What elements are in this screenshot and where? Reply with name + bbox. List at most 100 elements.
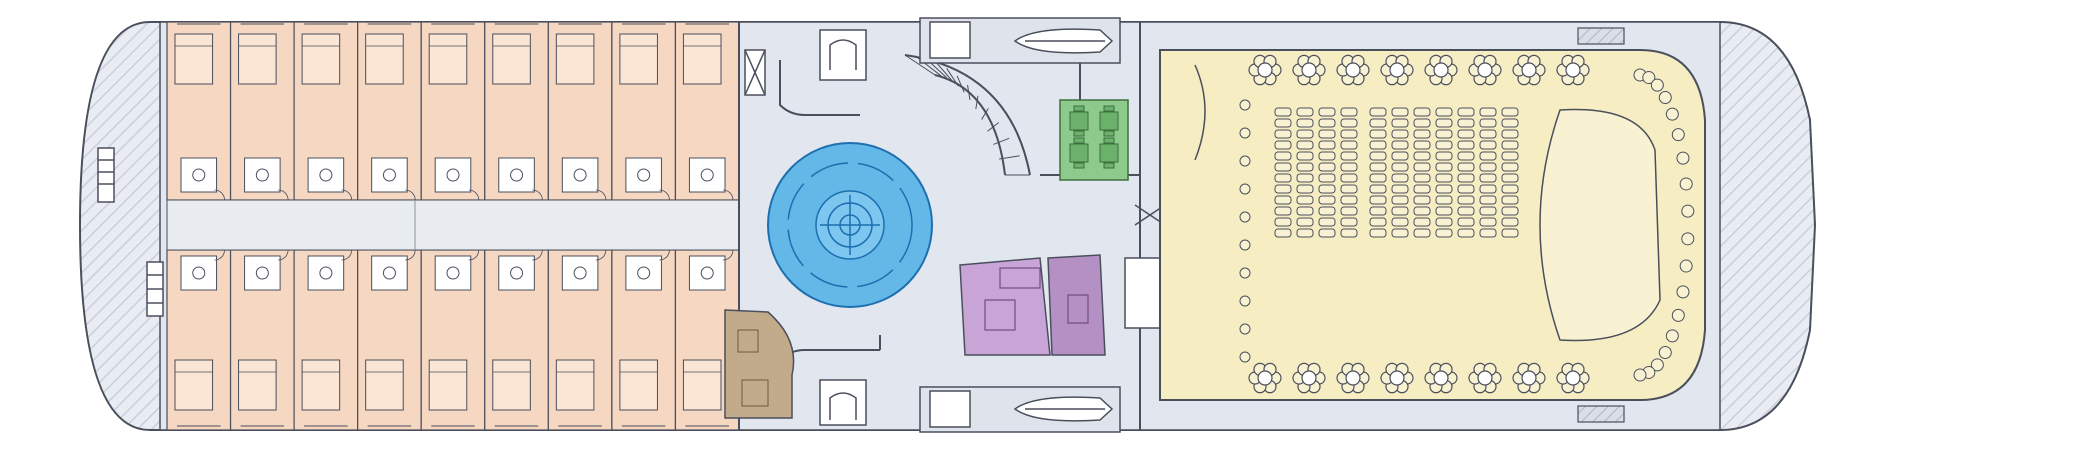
cabin <box>547 249 613 431</box>
theater-seat <box>1501 195 1519 205</box>
stage <box>1539 108 1661 342</box>
theater-seat <box>1391 195 1409 205</box>
cabin <box>484 249 549 431</box>
theater-seat <box>1318 184 1336 194</box>
rim-table <box>1665 107 1679 121</box>
theater-seat <box>1296 118 1314 128</box>
theater-seat <box>1391 118 1409 128</box>
theater-seat <box>1318 162 1336 172</box>
toilet <box>192 266 206 280</box>
theater-seat <box>1501 107 1519 117</box>
theater-seat <box>1391 107 1409 117</box>
theater-seat <box>1318 206 1336 216</box>
theater-seat <box>1274 217 1292 227</box>
lifeboat-bottom <box>919 386 1121 433</box>
theater-seat <box>1413 129 1431 139</box>
bed <box>238 33 277 85</box>
bed <box>555 33 595 85</box>
lounge <box>959 254 1106 356</box>
toilet <box>382 266 396 280</box>
theater-seat <box>1413 184 1431 194</box>
lounge-table <box>1292 54 1326 86</box>
bathroom <box>625 157 662 193</box>
theater-seat <box>1318 151 1336 161</box>
theater-seat <box>1296 107 1314 117</box>
theater-seat <box>1391 173 1409 183</box>
theater-seat <box>1457 173 1475 183</box>
bed <box>619 359 658 411</box>
theater-seat <box>1435 151 1453 161</box>
theater-seat <box>1340 184 1358 194</box>
cabin <box>166 21 232 201</box>
side-table <box>1239 211 1251 223</box>
rim-table <box>1681 232 1695 246</box>
bathroom <box>307 157 345 193</box>
theater-seat <box>1457 184 1475 194</box>
theater-seat <box>1274 162 1292 172</box>
theater-seat <box>1318 228 1336 238</box>
cabin <box>166 249 232 431</box>
stair-step <box>904 54 936 76</box>
theater-seat <box>1391 151 1409 161</box>
side-table <box>1239 351 1251 363</box>
bed <box>555 359 595 411</box>
theater-seat <box>1391 184 1409 194</box>
theater-seat <box>1296 162 1314 172</box>
bathroom <box>244 157 281 193</box>
rim-table <box>1642 71 1656 85</box>
side-table <box>1239 155 1251 167</box>
theater-seat <box>1274 206 1292 216</box>
theater-seat <box>1479 118 1497 128</box>
bed <box>174 359 214 411</box>
theater-seat <box>1391 129 1409 139</box>
toilet <box>573 168 587 182</box>
theater-seat <box>1501 228 1519 238</box>
theater-seat <box>1296 228 1314 238</box>
theater-seat <box>1274 129 1292 139</box>
side-table <box>1239 127 1251 139</box>
bed <box>301 359 341 411</box>
theater-seat <box>1340 228 1358 238</box>
theater-seat <box>1318 118 1336 128</box>
bed <box>428 33 468 85</box>
cabin-block-upper <box>166 21 740 201</box>
theater-seat <box>1296 217 1314 227</box>
stair-step <box>935 62 953 82</box>
theater-seat <box>1274 195 1292 205</box>
theater-seat <box>1457 118 1475 128</box>
bed <box>492 33 531 85</box>
stern-fittings <box>97 147 164 317</box>
theater <box>1159 49 1706 401</box>
bow-vents <box>1577 27 1625 423</box>
bed <box>682 359 722 411</box>
lounge-table <box>1248 54 1282 86</box>
theater-seat <box>1391 206 1409 216</box>
theater-seat <box>1501 184 1519 194</box>
service-room <box>724 309 795 419</box>
bathroom <box>180 255 218 291</box>
bathroom <box>688 157 726 193</box>
theater-seat <box>1435 162 1453 172</box>
stair-step <box>993 137 1010 145</box>
theater-seat <box>1457 228 1475 238</box>
cabin <box>484 21 549 201</box>
side-table <box>1239 183 1251 195</box>
bed <box>301 33 341 85</box>
theater-seat <box>1274 184 1292 194</box>
theater-seat <box>1318 140 1336 150</box>
theater-seat <box>1391 140 1409 150</box>
theater-seat <box>1479 107 1497 117</box>
theater-seat <box>1435 140 1453 150</box>
rim-table <box>1681 204 1695 218</box>
theater-seat <box>1435 107 1453 117</box>
theater-seat <box>1340 206 1358 216</box>
toilet <box>700 266 714 280</box>
chair <box>1103 130 1115 137</box>
lounge-table <box>1468 54 1502 86</box>
theater-seat <box>1435 129 1453 139</box>
lounge-table <box>1380 362 1414 394</box>
bathroom <box>371 255 408 291</box>
theater-seat <box>1479 206 1497 216</box>
theater-seat <box>1479 195 1497 205</box>
theater-seat <box>1479 129 1497 139</box>
